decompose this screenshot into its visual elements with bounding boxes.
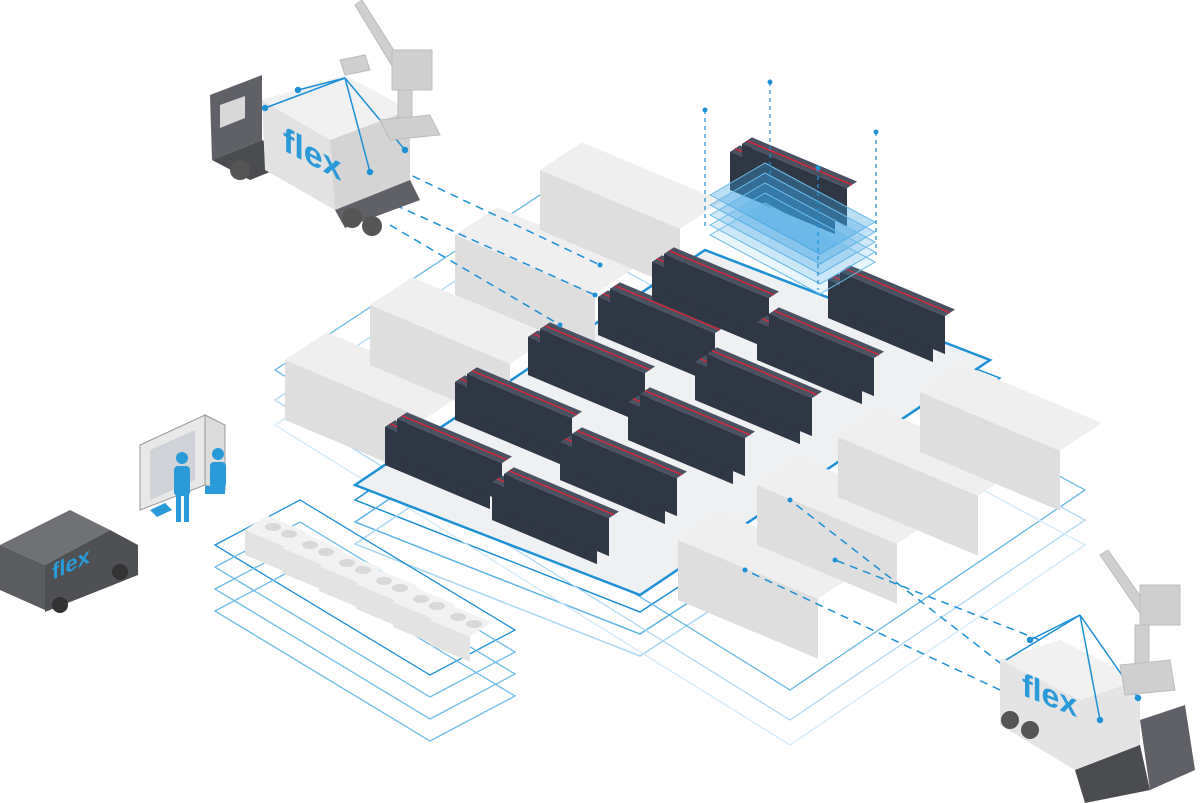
server-rack xyxy=(640,387,755,477)
crane-bottom xyxy=(1099,549,1181,696)
lift-anchor-dot xyxy=(702,107,708,113)
chiller-layer-outline xyxy=(213,565,517,742)
chiller-unit xyxy=(319,551,381,608)
lift-anchor-dot xyxy=(815,165,821,171)
server-rack xyxy=(610,282,725,372)
arrow-head xyxy=(742,567,748,573)
rack-stripe xyxy=(844,268,951,314)
lift-layer xyxy=(708,182,877,275)
server-rack xyxy=(664,247,779,337)
delivery-truck-bottom: flex xyxy=(1000,614,1195,803)
rack-stripe xyxy=(668,250,775,296)
chiller-unit xyxy=(393,587,455,644)
arrow-head xyxy=(597,262,603,268)
modular-container xyxy=(920,364,1102,511)
modular-containers xyxy=(285,142,1102,659)
rack-stripe xyxy=(746,140,853,186)
delivery-path-dashed-arrow xyxy=(744,569,1001,691)
chiller-unit xyxy=(245,515,307,572)
delivery-path-dashed-arrow xyxy=(394,204,596,296)
rack-stripe xyxy=(508,470,615,516)
lift-anchor-dot xyxy=(873,129,879,135)
lift-layer xyxy=(708,172,877,265)
delivery-path-dashed-arrow xyxy=(789,499,1036,691)
fan-icon xyxy=(355,566,371,574)
server-rack xyxy=(467,367,582,457)
chiller-layer-outline xyxy=(213,499,517,676)
chiller-unit xyxy=(430,605,492,662)
rack-stripe xyxy=(711,350,818,396)
arrow-head xyxy=(592,292,598,298)
fan-icon xyxy=(450,613,466,621)
lift-anchor-dot xyxy=(767,79,773,85)
rack-stripe xyxy=(614,285,721,331)
fan-icon xyxy=(392,584,408,592)
fan-icon xyxy=(318,548,334,556)
delivery-truck-top: flex xyxy=(210,75,420,236)
delivery-path-dashed-arrow xyxy=(834,559,1041,641)
chiller-unit xyxy=(282,533,344,590)
technician-icons xyxy=(150,448,226,522)
server-rack xyxy=(397,412,512,502)
modular-container xyxy=(678,512,860,659)
delivery-path-dashed-arrow xyxy=(399,169,601,266)
modular-container xyxy=(540,142,722,289)
rack-stripe xyxy=(773,310,880,356)
fan-icon xyxy=(339,559,355,567)
server-rack xyxy=(540,322,655,412)
crane-top xyxy=(339,0,441,141)
server-rack xyxy=(572,427,687,517)
fan-icon xyxy=(302,541,318,549)
lift-layer xyxy=(708,162,877,255)
technicians-at-electrical-cabinet xyxy=(139,414,226,522)
server-rack xyxy=(504,467,619,557)
chiller-units-group xyxy=(213,499,517,742)
server-rack-rows xyxy=(385,137,955,565)
server-rack xyxy=(769,307,884,397)
fan-icon xyxy=(466,620,482,628)
rack-stripe xyxy=(471,370,578,416)
arrow-head xyxy=(832,557,838,563)
rack-stripe xyxy=(644,390,751,436)
chiller-unit xyxy=(356,569,418,626)
lift-layer xyxy=(708,192,877,285)
lift-layer xyxy=(708,202,877,295)
delivery-path-arrows xyxy=(389,169,1041,691)
arrow-head xyxy=(557,322,563,328)
fan-icon xyxy=(429,602,445,610)
server-rack xyxy=(707,347,822,437)
rack-stripe xyxy=(576,430,683,476)
fan-icon xyxy=(265,523,281,531)
rack-stripe xyxy=(544,325,651,371)
fan-icon xyxy=(376,577,392,585)
fan-icon xyxy=(281,530,297,538)
rack-stripe xyxy=(401,415,508,461)
service-van: flex xyxy=(0,510,138,613)
floor-layer-outline xyxy=(273,224,1087,721)
arrow-head xyxy=(787,497,793,503)
lifted-rack-module xyxy=(702,79,879,295)
server-rack xyxy=(840,265,955,355)
fan-icon xyxy=(413,595,429,603)
delivery-path-dashed-arrow xyxy=(389,224,561,326)
